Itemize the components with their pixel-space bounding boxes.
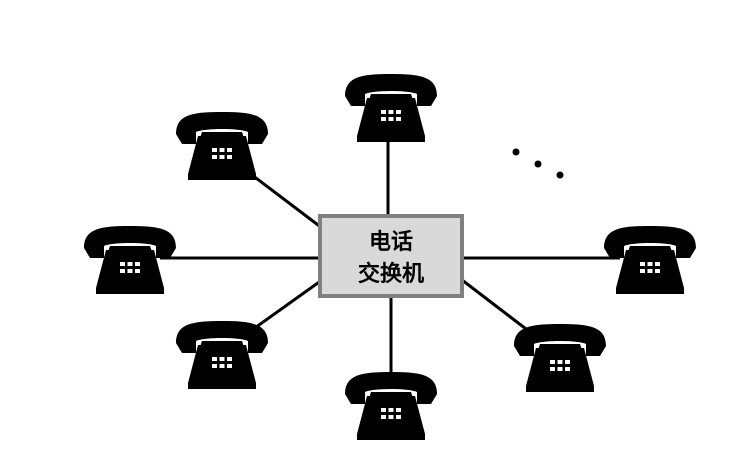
switchboard-box: 电话 交换机 — [318, 214, 464, 298]
ellipsis-dots — [512, 148, 564, 179]
ellipsis-dot — [556, 171, 564, 179]
telephone-icon — [176, 112, 268, 180]
switchboard-label-line2: 交换机 — [358, 261, 424, 287]
line-lower-left — [251, 278, 323, 332]
line-upper-left — [251, 173, 323, 230]
telephone-icon — [345, 372, 437, 440]
switchboard-label-line1: 电话 — [369, 230, 413, 255]
connection-lines — [160, 138, 620, 380]
ellipsis-dot — [512, 148, 520, 156]
telephone-icon — [604, 226, 696, 294]
telephone-icon — [514, 324, 606, 392]
telephone-icon — [84, 226, 176, 294]
line-lower-right — [461, 278, 531, 334]
telephone-icon — [176, 321, 268, 389]
telephone-icon — [345, 74, 437, 142]
ellipsis-dot — [534, 160, 542, 168]
